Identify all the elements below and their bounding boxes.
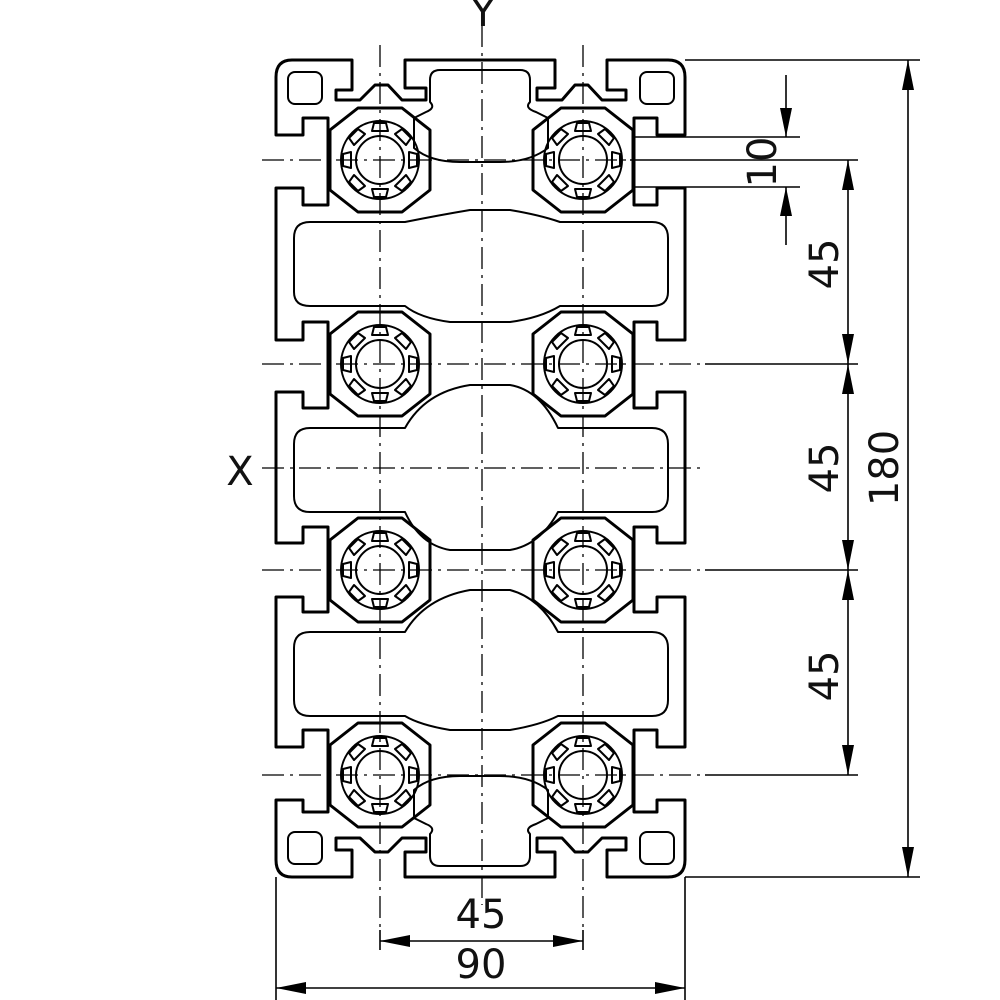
- pitch-label-3: 45: [802, 651, 848, 702]
- bottom-central-channel: [413, 775, 549, 867]
- corner-cavity-top-right: [639, 71, 675, 105]
- profile-outline: [274, 58, 687, 879]
- screw-channel-4: [531, 310, 635, 418]
- cavity-upper: [293, 209, 669, 323]
- top-central-channel: [413, 69, 549, 163]
- pitch-label-2: 45: [802, 443, 848, 494]
- y-axis-label: Y: [470, 0, 496, 36]
- cavity-middle: [293, 384, 669, 551]
- cavity-lower: [293, 589, 669, 731]
- corner-cavity-bottom-right: [639, 831, 675, 865]
- slot-width-label: 10: [740, 137, 786, 188]
- corner-cavity-top-left: [287, 71, 323, 105]
- corner-cavity-bottom-left: [287, 831, 323, 865]
- total-width-label: 90: [456, 942, 507, 988]
- pitch-label-1: 45: [802, 239, 848, 290]
- bottom-pitch-label: 45: [456, 892, 507, 938]
- total-height-label: 180: [862, 430, 908, 506]
- x-axis-label: X: [226, 449, 253, 495]
